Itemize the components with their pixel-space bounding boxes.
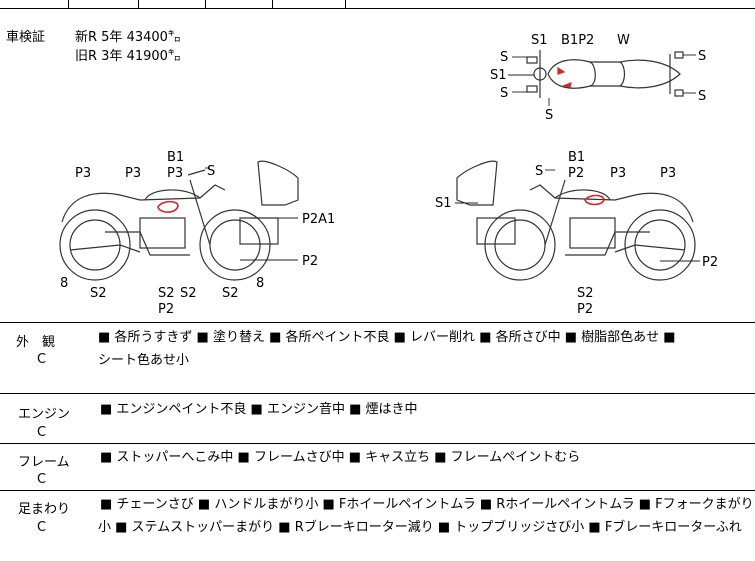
top-divider [345, 0, 346, 8]
code-top-s-c: S [698, 49, 706, 64]
code-right-p3-a: P3 [610, 166, 626, 181]
code-left-s2-a: S2 [90, 286, 107, 301]
inspection-label: 車検証 [6, 30, 46, 45]
row-grade: C [37, 425, 47, 440]
row-grade: C [37, 352, 47, 367]
row-description-line2: シート色あせ小 [98, 353, 190, 368]
inspection-new: 新R 5年 43400㌔ [75, 30, 181, 45]
code-right-p2-bottom: P2 [577, 302, 593, 317]
code-top-s-d: S [698, 89, 706, 104]
row-description-line1: ■ ストッパーへこみ中 ■ フレームさび中 ■ キャス立ち ■ フレームペイント… [100, 450, 581, 465]
top-divider [205, 0, 206, 8]
code-left-p2a1: P2A1 [302, 212, 335, 227]
code-right-p2: P2 [568, 166, 584, 181]
inspection-old: 旧R 3年 41900㌔ [75, 49, 181, 64]
code-right-s1: S1 [435, 196, 452, 211]
code-left-8-b: 8 [256, 276, 264, 291]
table-top-border [0, 322, 755, 323]
code-top-s-a: S [500, 50, 508, 65]
code-left-p2-bottom: P2 [158, 302, 174, 317]
code-right-b1: B1 [568, 150, 585, 165]
motorcycle-diagram: S1 B1P2 W S S1 S S S S B1 P3 S P3 P3 P2A… [59, 33, 718, 317]
code-top-s1-b: S1 [490, 68, 507, 83]
top-divider [272, 0, 273, 8]
code-top-s1: S1 [531, 33, 548, 48]
row-divider [0, 443, 755, 444]
code-left-b1: B1 [167, 150, 184, 165]
code-left-s2-c: S2 [180, 286, 197, 301]
row-description-line1: ■ エンジンペイント不良 ■ エンジン音中 ■ 煙はき中 [100, 402, 418, 417]
left-bike-diagram [59, 160, 299, 281]
top-view-diagram [526, 50, 684, 98]
row-grade: C [37, 520, 47, 535]
code-left-s2-d: S2 [222, 286, 239, 301]
row-grade: C [37, 472, 47, 487]
code-left-p3-a: P3 [75, 166, 91, 181]
code-top-s-b: S [500, 86, 508, 101]
code-left-p3-top: P3 [167, 166, 183, 181]
code-left-s2-b: S2 [158, 286, 175, 301]
code-top-s-e: S [545, 108, 553, 123]
top-border [0, 8, 755, 9]
code-left-s: S [207, 164, 215, 179]
row-category: 足まわり [18, 502, 71, 517]
code-top-w: W [617, 33, 630, 48]
top-divider [138, 0, 139, 8]
row-description-line1: ■ チェーンさび ■ ハンドルまがり小 ■ Fホイールペイントムラ ■ Rホイー… [100, 497, 754, 512]
code-right-p3-b: P3 [660, 166, 676, 181]
row-divider [0, 393, 755, 394]
row-description-line1: ■ 各所うすきず ■ 塗り替え ■ 各所ペイント不良 ■ レバー削れ ■ 各所さ… [98, 330, 676, 345]
code-right-s2: S2 [577, 286, 594, 301]
row-description-line2: 小 ■ ステムストッパーまがり ■ Rブレーキローター減り ■ トップブリッジさ… [98, 520, 742, 535]
code-top-b1p2: B1P2 [561, 33, 594, 48]
code-right-s: S [535, 164, 543, 179]
code-left-8-a: 8 [60, 276, 68, 291]
code-left-p3-b: P3 [125, 166, 141, 181]
row-divider [0, 490, 755, 491]
row-category: エンジン [18, 407, 71, 422]
code-left-p2-right: P2 [302, 254, 318, 269]
row-category: フレーム [18, 455, 70, 470]
row-category: 外 観 [16, 335, 56, 350]
code-right-p2-right: P2 [702, 255, 718, 270]
top-divider [68, 0, 69, 8]
